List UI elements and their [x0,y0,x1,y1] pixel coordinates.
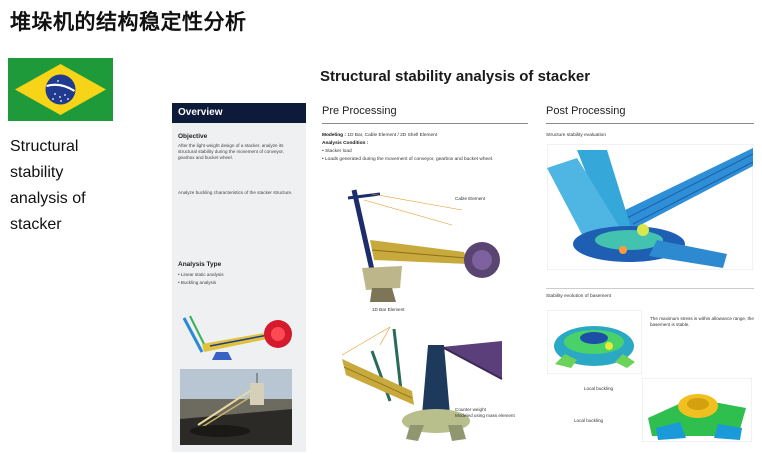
modeling-line: Modeling : 1D Bar, Cable Element / 2D Sh… [322,133,528,140]
condition-item: • Loads generated during the movement of… [322,157,494,162]
modeling-value: 1D Bar, Cable Element / 2D Shell Element [347,133,438,138]
local-buckling-callout-2: Local buckling [574,418,604,423]
slide-image: Structural stability analysis of stacker… [172,60,754,452]
cable-element-callout: Cable Element [455,196,486,201]
objective-label: Objective [178,133,208,140]
post-processing-rule [546,123,754,124]
stacker-cable-model [342,180,502,310]
pre-processing-rule [322,123,528,124]
stress-note: The maximum stress is within allowance r… [650,316,754,327]
overview-panel: Overview Objective After the light weigh… [172,103,306,452]
stability-evaluation-plot [547,144,753,270]
basement-rule [546,288,754,289]
pre-processing-header: Pre Processing [322,105,397,117]
analysis-type-label: Analysis Type [178,261,222,268]
analysis-type-item: • Buckling analysis [178,280,217,285]
buckling-text: Analyze buckling characteristics of the … [178,190,293,195]
stacker-model-thumbnail [180,308,300,363]
bar-element-callout: 1D Bar Element [372,307,405,312]
structure-stability-label: Structure stability evaluation [546,133,606,138]
slide-title: Structural stability analysis of stacker [320,68,591,85]
basement-stress-plot [547,310,642,374]
analysis-type-item: • Linear static analysis [178,272,224,277]
objective-text: After the light weight design of a stack… [178,143,284,161]
analysis-condition-label: Analysis Condition : [322,141,369,146]
brazil-flag-icon [8,58,113,121]
stacker-bar-model [332,315,522,445]
local-buckling-callout-1: Local buckling [584,386,614,391]
counter-weight-callout: Counter weight Modeled using mass elemen… [455,407,515,418]
local-buckling-plot [642,378,752,442]
modeling-label: Modeling : [322,133,346,138]
page-title: 堆垛机的结构稳定性分析 [10,10,247,34]
image-caption: Structural stability analysis of stacker [10,138,86,233]
post-processing-header: Post Processing [546,105,626,117]
condition-item: • Stacker load [322,149,352,154]
overview-header: Overview [172,103,306,123]
basement-label: Stability evolution of basement [546,294,612,299]
stacker-photo [180,369,292,445]
